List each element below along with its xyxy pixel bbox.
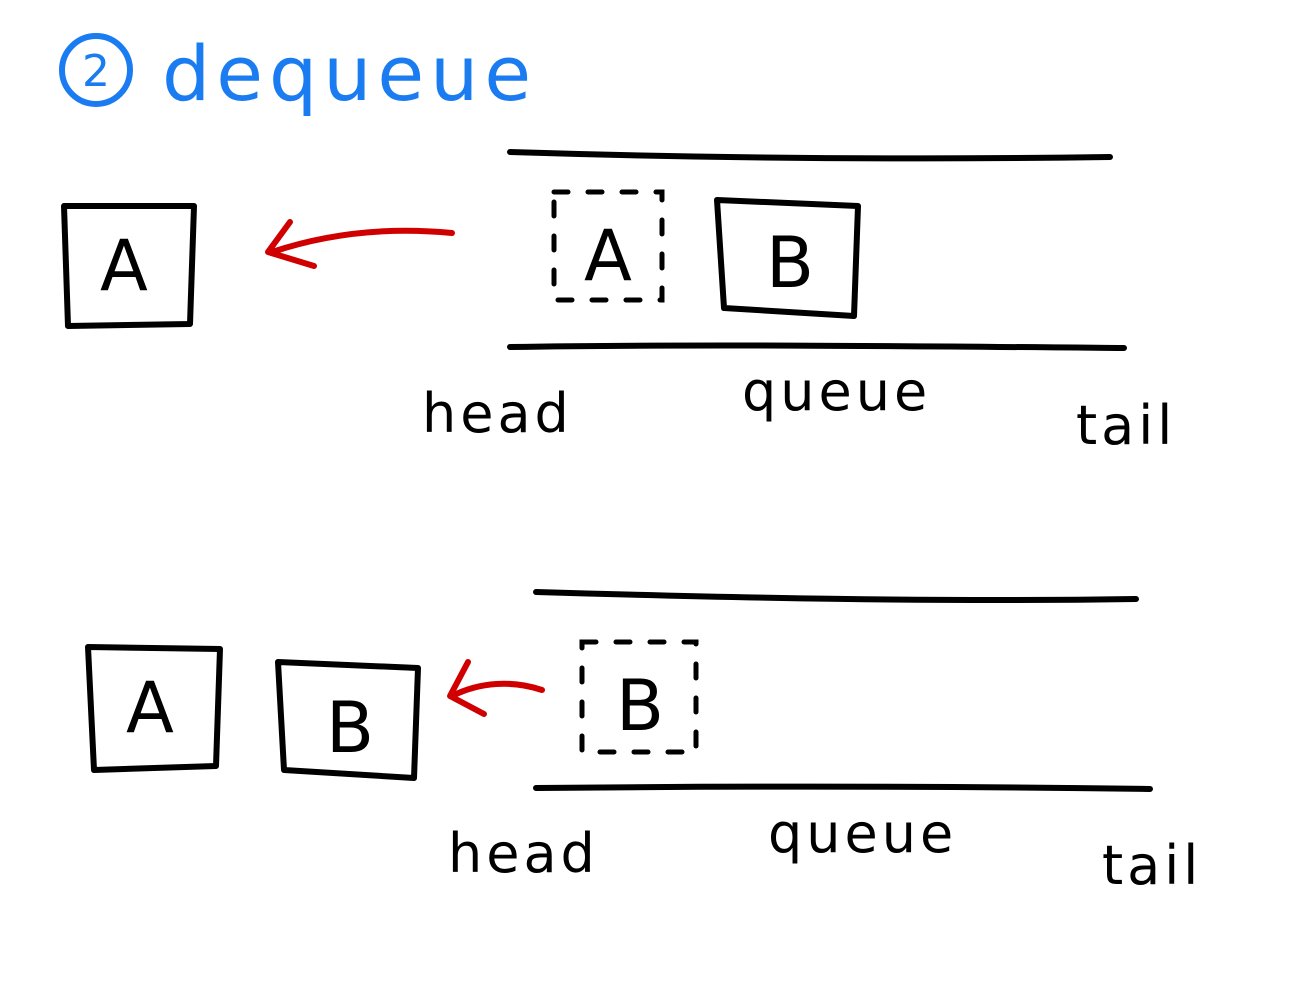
queue-item-label: B — [766, 222, 814, 304]
queue-label: queue — [742, 360, 931, 423]
ghost-item-label: B — [616, 665, 664, 747]
head-label: head — [422, 382, 573, 445]
queue-item-box: B — [714, 197, 861, 319]
arrow-left-icon — [447, 659, 545, 717]
stage-2: A B B head queue tail — [85, 589, 1202, 897]
queue-bottom-rail — [533, 783, 1153, 792]
tail-label: tail — [1102, 834, 1202, 897]
head-label: head — [448, 822, 599, 885]
ghost-item-box: A — [551, 189, 665, 303]
page-title: dequeue — [162, 29, 537, 118]
stage-1: A A B head queue tail — [61, 149, 1176, 457]
queue-bottom-rail — [507, 342, 1127, 351]
queue-top-rail — [533, 589, 1139, 604]
dequeued-item-box: A — [85, 644, 223, 773]
tail-label: tail — [1076, 394, 1176, 457]
queue-top-rail — [507, 149, 1113, 162]
dequeued-item-label: A — [100, 225, 148, 307]
queue-label: queue — [768, 802, 957, 865]
step-number: 2 — [82, 46, 110, 97]
title-group: 2 dequeue — [59, 29, 537, 118]
circled-number-icon — [59, 33, 133, 107]
arrow-left-icon — [265, 219, 455, 269]
ghost-item-box: B — [579, 639, 699, 755]
dequeued-item-box: B — [275, 659, 421, 781]
dequeued-item-label: A — [126, 667, 174, 749]
dequeued-item-box: A — [61, 203, 197, 329]
dequeued-item-label: B — [326, 687, 374, 769]
ghost-item-label: A — [584, 215, 632, 297]
